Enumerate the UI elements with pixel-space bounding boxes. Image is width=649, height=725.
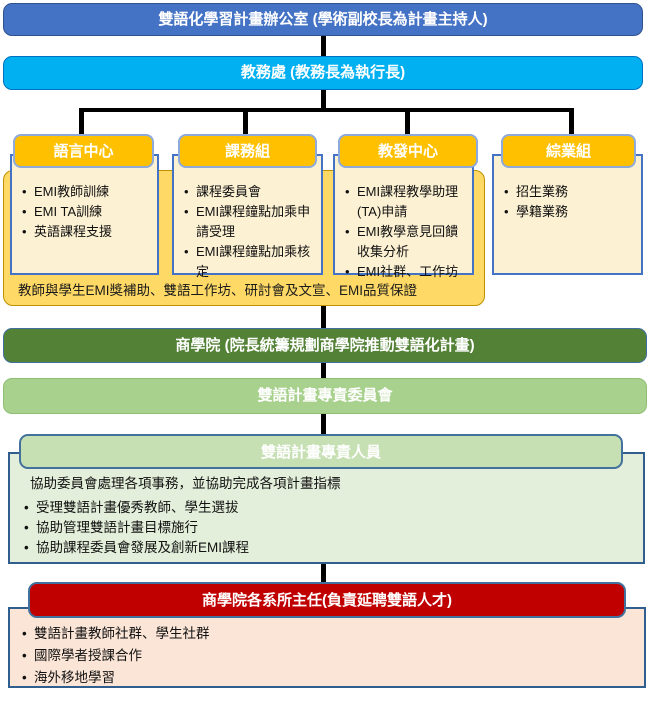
dept-header-language-center: 語言中心 <box>13 134 154 168</box>
chairs-list-item: 雙語計畫教師社群、學生社群 <box>20 623 210 645</box>
dept-item-list: EMI課程教學助理(TA)申請EMI教學意見回饋收集分析EMI社群、工作坊 <box>335 156 472 282</box>
dept-list-item: EMI TA訓練 <box>20 202 155 222</box>
dept-card-language-center: EMI教師訓練EMI TA訓練英語課程支援 <box>10 154 159 275</box>
dept-list-item: EMI課程鐘點加乘核定 <box>182 242 319 282</box>
dept-header-teaching-development-center: 教發中心 <box>338 134 478 168</box>
connector-college-to-committee <box>321 363 326 378</box>
dept-item-list: 招生業務學籍業務 <box>494 156 641 222</box>
banner-text: 教師與學生EMI獎補助、雙語工作坊、研討會及文宣、EMI品質保證 <box>18 283 418 298</box>
dept-card-teaching-development-center: EMI課程教學助理(TA)申請EMI教學意見回饋收集分析EMI社群、工作坊 <box>333 154 474 282</box>
dept-list-item: EMI教學意見回饋收集分析 <box>343 222 470 262</box>
staff-panel: 協助委員會處理各項事務，並協助完成各項計畫指標 受理雙語計畫優秀教師、學生選拔協… <box>8 452 645 564</box>
staff-list-item: 協助課程委員會發展及創新EMI課程 <box>22 538 249 558</box>
connector-horizontal-rail <box>79 108 574 112</box>
office-box: 雙語化學習計畫辦公室 (學術副校長為計畫主持人) <box>3 3 643 36</box>
dept-item-list: EMI教師訓練EMI TA訓練英語課程支援 <box>12 156 157 242</box>
academic-affairs-box: 教務處 (教務長為執行長) <box>3 56 643 90</box>
staff-list-item: 協助管理雙語計畫目標施行 <box>22 518 249 538</box>
staff-item-list: 受理雙語計畫優秀教師、學生選拔協助管理雙語計畫目標施行協助課程委員會發展及創新E… <box>22 498 249 558</box>
committee-bar: 雙語計畫專責委員會 <box>3 378 647 414</box>
dept-list-item: 招生業務 <box>502 182 639 202</box>
chairs-list-item: 海外移地學習 <box>20 667 210 689</box>
connector-acad-stem <box>321 90 326 110</box>
connector-drop-dept2 <box>243 108 248 136</box>
dept-list-item: 英語課程支援 <box>20 222 155 242</box>
chairs-list-item: 國際學者授課合作 <box>20 645 210 667</box>
staff-header-box: 雙語計畫專責人員 <box>19 434 623 469</box>
dept-list-item: EMI教師訓練 <box>20 182 155 202</box>
dept-list-item: EMI社群、工作坊 <box>343 262 470 282</box>
connector-drop-dept1 <box>79 108 84 136</box>
dept-list-item: EMI課程教學助理(TA)申請 <box>343 182 470 222</box>
connector-drop-dept4 <box>569 108 574 136</box>
dept-header-general-affairs-section: 綜業組 <box>501 134 636 168</box>
dept-list-item: 學籍業務 <box>502 202 639 222</box>
connector-office-to-acad <box>321 36 326 57</box>
connector-drop-dept3 <box>405 108 410 136</box>
dept-list-item: 課程委員會 <box>182 182 319 202</box>
dept-list-item: EMI課程鐘點加乘申請受理 <box>182 202 319 242</box>
dept-item-list: 課程委員會EMI課程鐘點加乘申請受理EMI課程鐘點加乘核定 <box>174 156 321 282</box>
dept-card-curriculum-section: 課程委員會EMI課程鐘點加乘申請受理EMI課程鐘點加乘核定 <box>172 154 323 279</box>
dept-card-general-affairs-section: 招生業務學籍業務 <box>492 154 643 275</box>
connector-committee-to-staff <box>321 414 326 435</box>
staff-list-item: 受理雙語計畫優秀教師、學生選拔 <box>22 498 249 518</box>
connector-panel-to-college <box>321 306 326 328</box>
chairs-item-list: 雙語計畫教師社群、學生社群國際學者授課合作海外移地學習 <box>20 623 210 689</box>
connector-staff-to-chairs <box>321 564 326 582</box>
college-box: 商學院 (院長統籌規劃商學院推動雙語化計畫) <box>3 328 647 363</box>
staff-intro-text: 協助委員會處理各項事務，並協助完成各項計畫指標 <box>30 476 341 491</box>
dept-header-curriculum-section: 課務組 <box>178 134 317 168</box>
chairs-panel: 雙語計畫教師社群、學生社群國際學者授課合作海外移地學習 <box>8 607 646 689</box>
chairs-box: 商學院各系所主任(負責延聘雙語人才) <box>28 582 626 618</box>
